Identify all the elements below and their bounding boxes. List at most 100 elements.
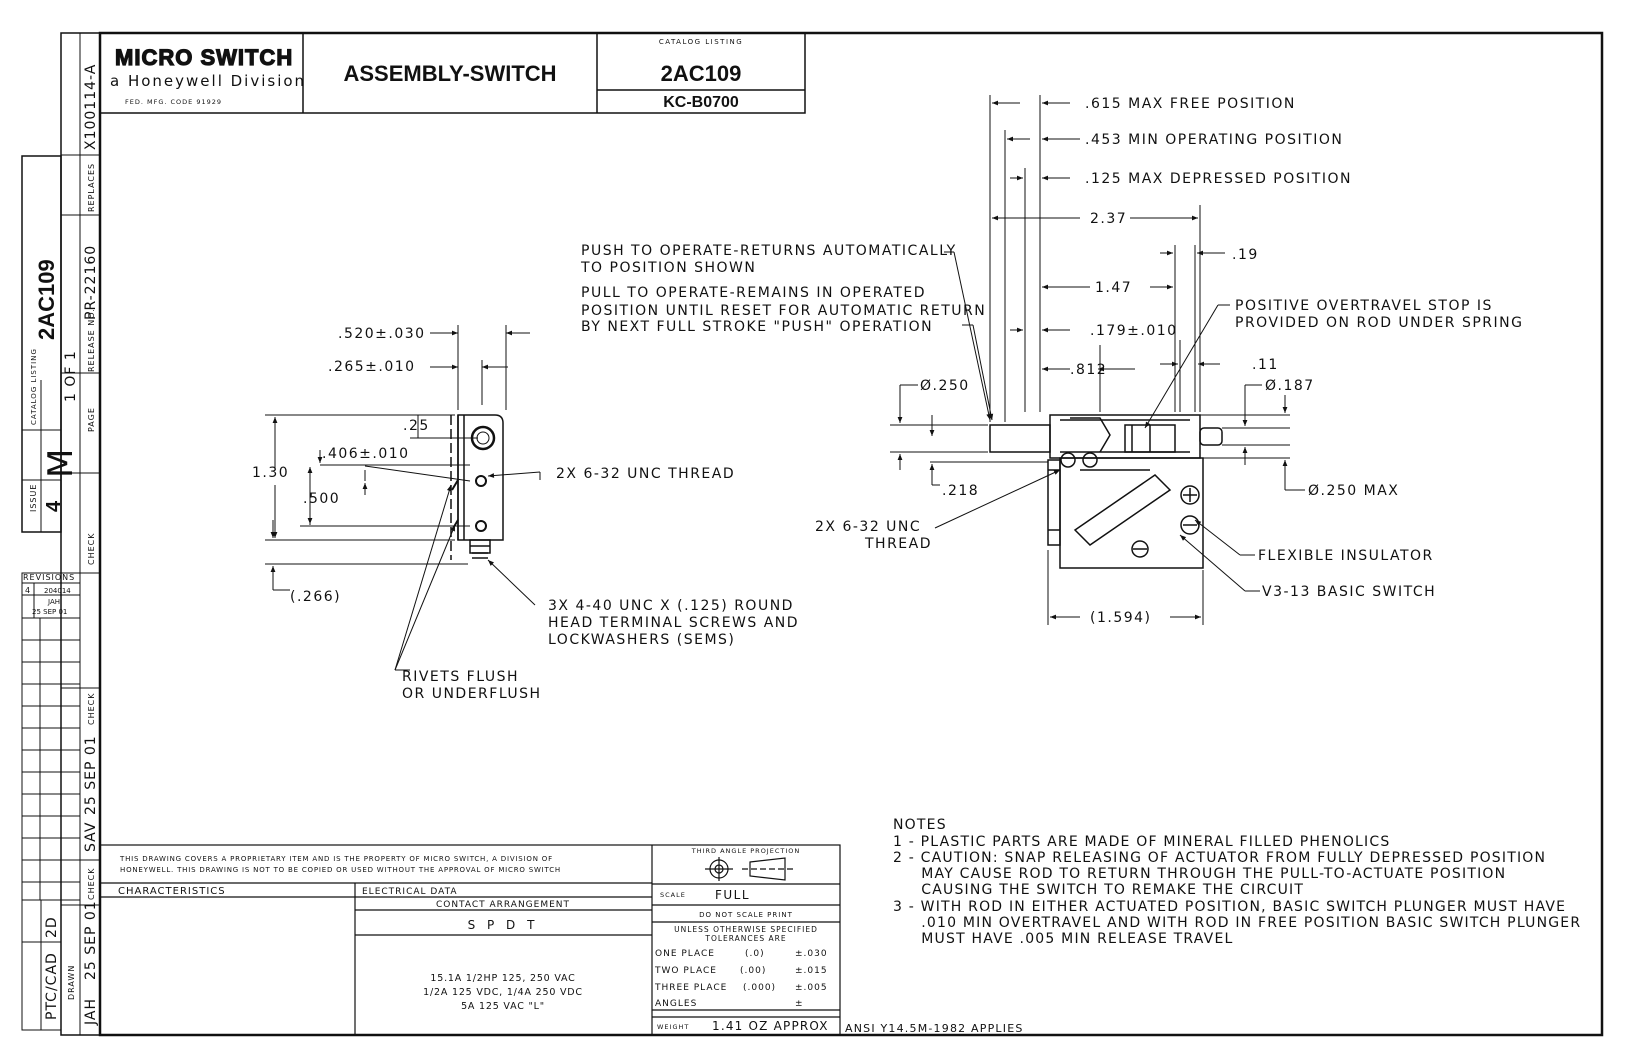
revision-date: 25 SEP 01	[32, 608, 67, 616]
right-thread-note-1: 2X 6-32 UNC	[815, 519, 921, 535]
rating-line-1: 15.1A 1/2HP 125, 250 VAC	[430, 973, 575, 984]
check-label-mid: CHECK	[87, 693, 96, 726]
pull-note-2: POSITION UNTIL RESET FOR AUTOMATIC RETUR…	[581, 303, 986, 319]
right-view-body	[989, 414, 1223, 569]
note-line: MUST HAVE .005 MIN RELEASE TRAVEL	[893, 931, 1234, 947]
dim-453: .453 MIN OPERATING POSITION	[1085, 132, 1343, 148]
issue-value: 4	[43, 500, 65, 512]
note-line: 1 - PLASTIC PARTS ARE MADE OF MINERAL FI…	[893, 834, 1390, 850]
right-thread-note-2: THREAD	[864, 536, 932, 552]
sheet-border	[21, 31, 1604, 1037]
screw-note-1: 3X 4-40 UNC X (.125) ROUND	[548, 598, 794, 614]
tolerance-format: (.000)	[743, 983, 776, 993]
overtravel-note-2: PROVIDED ON ROD UNDER SPRING	[1235, 315, 1523, 331]
cad-value: 2D	[44, 916, 60, 938]
issue-label: ISSUE	[29, 484, 38, 512]
tolerance-value: ±.015	[795, 966, 828, 976]
no-scale-note: DO NOT SCALE PRINT	[699, 911, 793, 919]
revision-by: JAH	[47, 598, 60, 606]
tolerance-header-2: TOLERANCES ARE	[704, 934, 786, 943]
tolerance-label: ANGLES	[655, 999, 697, 1009]
rating-line-2: 1/2A 125 VDC, 1/4A 250 VDC	[423, 987, 583, 998]
check-date: 25 SEP 01	[83, 735, 99, 815]
electrical-label: ELECTRICAL DATA	[362, 887, 458, 897]
replaces-value: X100114-A	[83, 64, 99, 150]
check-label-top: CHECK	[87, 533, 96, 566]
dim-265: .265±.010	[328, 359, 416, 375]
release-label: RELEASE NO.	[87, 308, 96, 372]
insulator-note: FLEXIBLE INSULATOR	[1258, 548, 1434, 564]
dim-11: .11	[1252, 357, 1279, 373]
fed-code: FED. MFG. CODE 91929	[125, 98, 222, 106]
note-line: MAY CAUSE ROD TO RETURN THROUGH THE PULL…	[893, 866, 1506, 882]
tolerance-format: (.0)	[745, 949, 765, 959]
basic-switch-note: V3-13 BASIC SWITCH	[1262, 584, 1436, 600]
dim-130: 1.30	[252, 465, 289, 481]
tolerance-header-1: UNLESS OTHERWISE SPECIFIED	[674, 925, 818, 934]
tolerance-label: ONE PLACE	[655, 949, 715, 959]
screw-note-2: HEAD TERMINAL SCREWS AND	[548, 615, 799, 631]
release-value: PR-22160	[83, 245, 99, 320]
drawn-date: 25 SEP 01	[83, 900, 99, 980]
drawn-label: DRAWN	[67, 965, 76, 1000]
proprietary-line-2: HONEYWELL. THIS DRAWING IS NOT TO BE COP…	[120, 866, 561, 874]
strip-letter: M	[41, 448, 81, 478]
note-line: .010 MIN OVERTRAVEL AND WITH ROD IN FREE…	[893, 915, 1581, 931]
pull-note-1: PULL TO OPERATE-REMAINS IN OPERATED	[581, 285, 926, 301]
tolerance-value: ±.030	[795, 949, 828, 959]
drawn-initials: JAH	[83, 998, 99, 1026]
title-block	[99, 32, 806, 114]
note-line: 2 - CAUTION: SNAP RELEASING OF ACTUATOR …	[893, 850, 1546, 866]
dim-615: .615 MAX FREE POSITION	[1085, 96, 1296, 112]
cad-label: PTC/CAD	[44, 952, 60, 1020]
scale-label: SCALE	[660, 891, 686, 899]
scale-value: FULL	[715, 888, 750, 902]
dim-179: .179±.010	[1090, 323, 1178, 339]
dim-520: .520±.030	[338, 326, 426, 342]
side-strip	[22, 33, 100, 1035]
tolerance-label: TWO PLACE	[654, 966, 717, 976]
page-value: 1 OF 1	[63, 350, 79, 402]
tolerance-label: THREE PLACE	[654, 983, 727, 993]
dim-dia250: Ø.250	[920, 378, 970, 394]
drawing-title: ASSEMBLY-SWITCH	[343, 61, 556, 86]
proprietary-line-1: THIS DRAWING COVERS A PROPRIETARY ITEM A…	[119, 855, 553, 863]
projection-label: THIRD ANGLE PROJECTION	[691, 847, 800, 855]
kc-number: KC-B0700	[663, 94, 739, 111]
revision-change: 204014	[44, 587, 71, 595]
weight-label: WEIGHT	[657, 1023, 689, 1031]
dim-218: .218	[942, 483, 979, 499]
notes-header: NOTES	[893, 817, 947, 833]
check-initials: SAV	[83, 822, 99, 852]
contact-value: S P D T	[468, 918, 539, 932]
note-line: CAUSING THE SWITCH TO REMAKE THE CIRCUIT	[893, 882, 1304, 898]
dim-19: .19	[1232, 247, 1259, 263]
check-label-bottom: CHECK	[87, 868, 96, 901]
push-note-2: TO POSITION SHOWN	[580, 260, 756, 276]
rivet-note-2: OR UNDERFLUSH	[402, 686, 542, 702]
catalog-listing-label: CATALOG LISTING	[659, 38, 743, 46]
note-line: 3 - WITH ROD IN EITHER ACTUATED POSITION…	[893, 899, 1566, 915]
push-note-1: PUSH TO OPERATE-RETURNS AUTOMATICALLY	[581, 243, 957, 259]
revisions-table	[22, 582, 80, 900]
weight-value: 1.41 OZ APPROX	[712, 1019, 829, 1033]
replaces-label: REPLACES	[87, 163, 96, 212]
overtravel-note-1: POSITIVE OVERTRAVEL STOP IS	[1235, 298, 1493, 314]
dim-147: 1.47	[1095, 280, 1132, 296]
dim-1594: (1.594)	[1090, 610, 1152, 626]
company-division: a Honeywell Division	[110, 72, 306, 90]
strip-catalog-number: 2AC109	[34, 259, 59, 340]
screw-note-3: LOCKWASHERS (SEMS)	[548, 632, 735, 648]
left-view-dims	[265, 325, 541, 671]
dim-406: .406±.010	[322, 446, 410, 462]
tolerance-format: (.00)	[740, 966, 766, 976]
dim-dia187: Ø.187	[1265, 378, 1315, 394]
right-view-dims	[890, 95, 1305, 625]
left-thread-note: 2X 6-32 UNC THREAD	[556, 466, 735, 482]
dim-266: (.266)	[290, 589, 341, 605]
tolerance-value: ±	[795, 999, 804, 1009]
left-view-body	[450, 414, 504, 560]
ansi-note: ANSI Y14.5M-1982 APPLIES	[845, 1022, 1024, 1035]
rivet-note-1: RIVETS FLUSH	[402, 669, 519, 685]
